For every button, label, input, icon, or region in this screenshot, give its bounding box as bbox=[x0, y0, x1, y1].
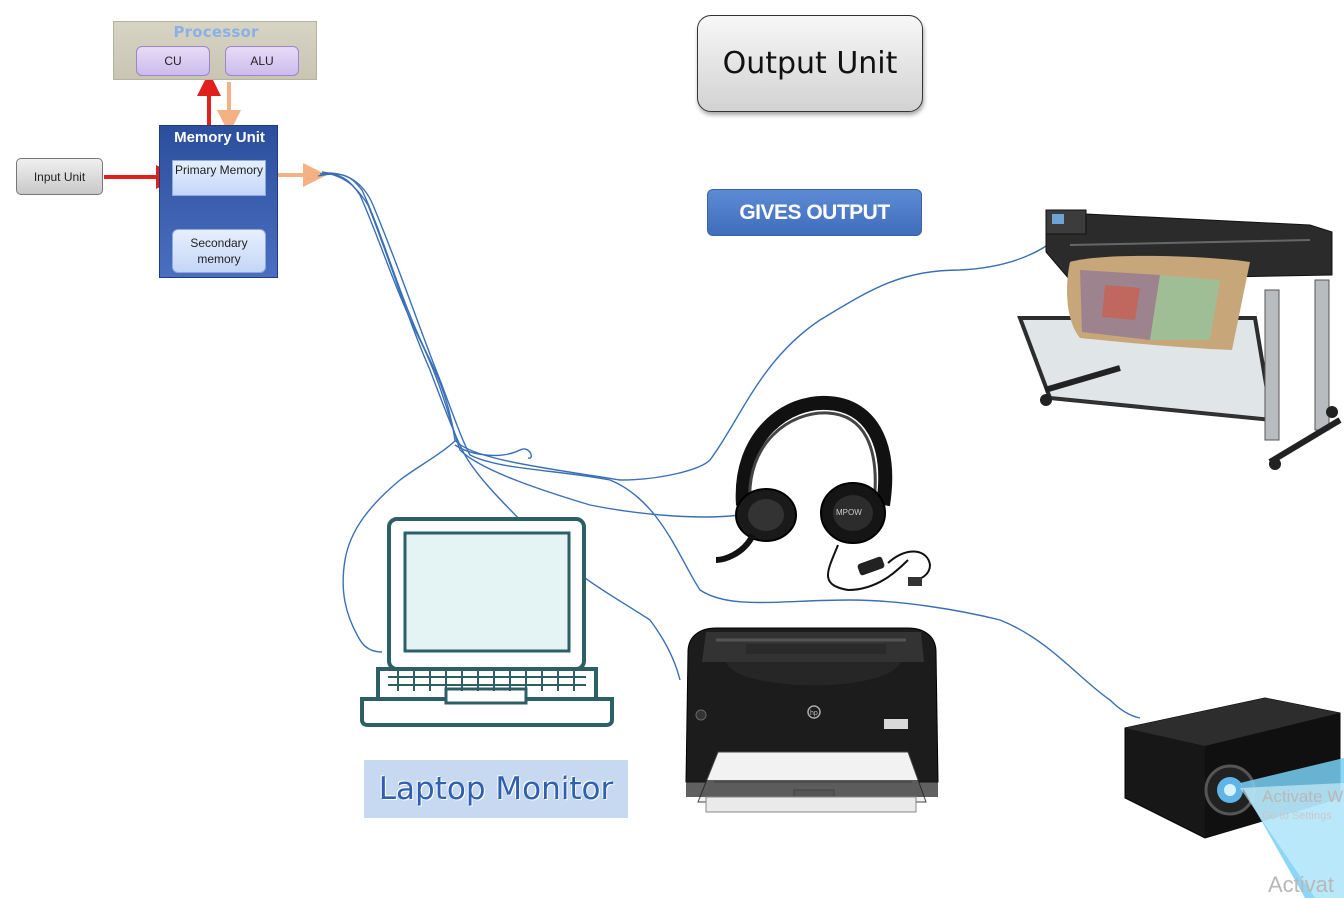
memory-unit-title: Memory Unit bbox=[174, 129, 265, 146]
printer-icon: hp bbox=[685, 627, 939, 813]
activation-watermark-line1: Activate W bbox=[1262, 787, 1344, 806]
projector-icon bbox=[1124, 697, 1344, 898]
processor-title: Processor bbox=[173, 23, 259, 41]
gives-output-banner: GIVES OUTPUT bbox=[707, 189, 922, 236]
laptop-monitor-label: Laptop Monitor bbox=[364, 760, 628, 818]
headset-icon: MPOW bbox=[715, 395, 932, 592]
memory-unit-block: Memory Unit Primary Memory Secondary mem… bbox=[159, 125, 278, 278]
svg-text:MPOW: MPOW bbox=[836, 508, 862, 517]
activation-watermark-line2: Go to Settings bbox=[1262, 810, 1332, 822]
activation-watermark-line3: Activat bbox=[1268, 872, 1335, 897]
laptop-icon bbox=[360, 517, 614, 727]
secondary-memory-box: Secondary memory bbox=[172, 229, 266, 273]
primary-memory-box: Primary Memory bbox=[172, 160, 266, 196]
processor-block: Processor CU ALU bbox=[113, 21, 317, 80]
alu-box: ALU bbox=[225, 46, 299, 76]
cu-box: CU bbox=[136, 46, 210, 76]
output-unit-title: Output Unit bbox=[697, 15, 923, 112]
plotter-icon bbox=[1017, 209, 1342, 470]
svg-text:hp: hp bbox=[810, 710, 818, 717]
device-wires bbox=[317, 171, 1141, 719]
input-unit-box: Input Unit bbox=[16, 158, 103, 195]
